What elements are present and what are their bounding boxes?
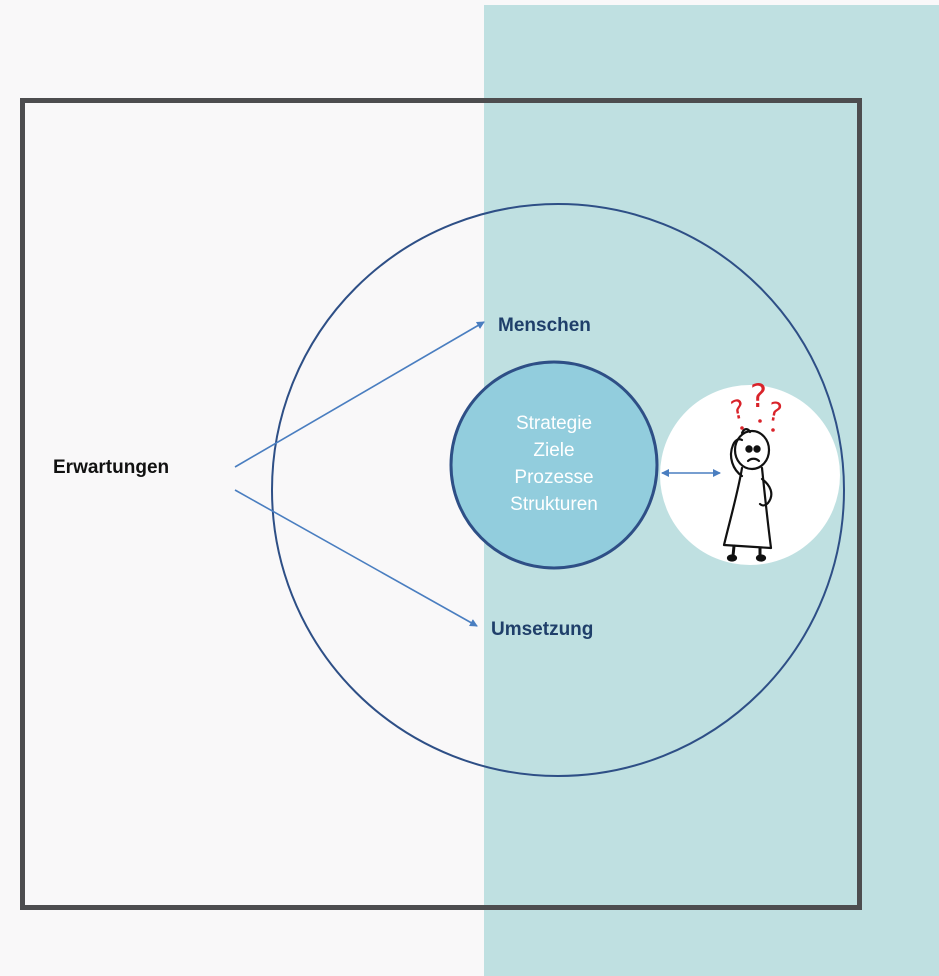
confused-person-icon (722, 428, 773, 562)
arrow-to-people (234, 321, 485, 468)
question-mark-right: ? (766, 397, 785, 429)
question-mark-left: ? (728, 394, 748, 426)
diagram-frame (20, 98, 862, 910)
core-text: Strategie Ziele Prozesse Strukturen (451, 410, 657, 518)
label-expectations: Erwartungen (53, 457, 170, 478)
core-line-structures: Strukturen (510, 494, 598, 515)
core-line-goals: Ziele (533, 440, 575, 461)
person-circle (660, 385, 840, 565)
label-implementation: Umsetzung (491, 619, 594, 640)
core-line-processes: Prozesse (514, 467, 594, 488)
core-circle (449, 360, 659, 570)
question-marks: ? ? ? (728, 377, 784, 429)
label-people: Menschen (498, 315, 591, 336)
question-dots (740, 419, 775, 432)
arrow-to-implementation (234, 489, 478, 627)
core-line-strategy: Strategie (515, 413, 593, 434)
question-mark-middle: ? (750, 377, 767, 415)
outer-circle (271, 203, 845, 777)
